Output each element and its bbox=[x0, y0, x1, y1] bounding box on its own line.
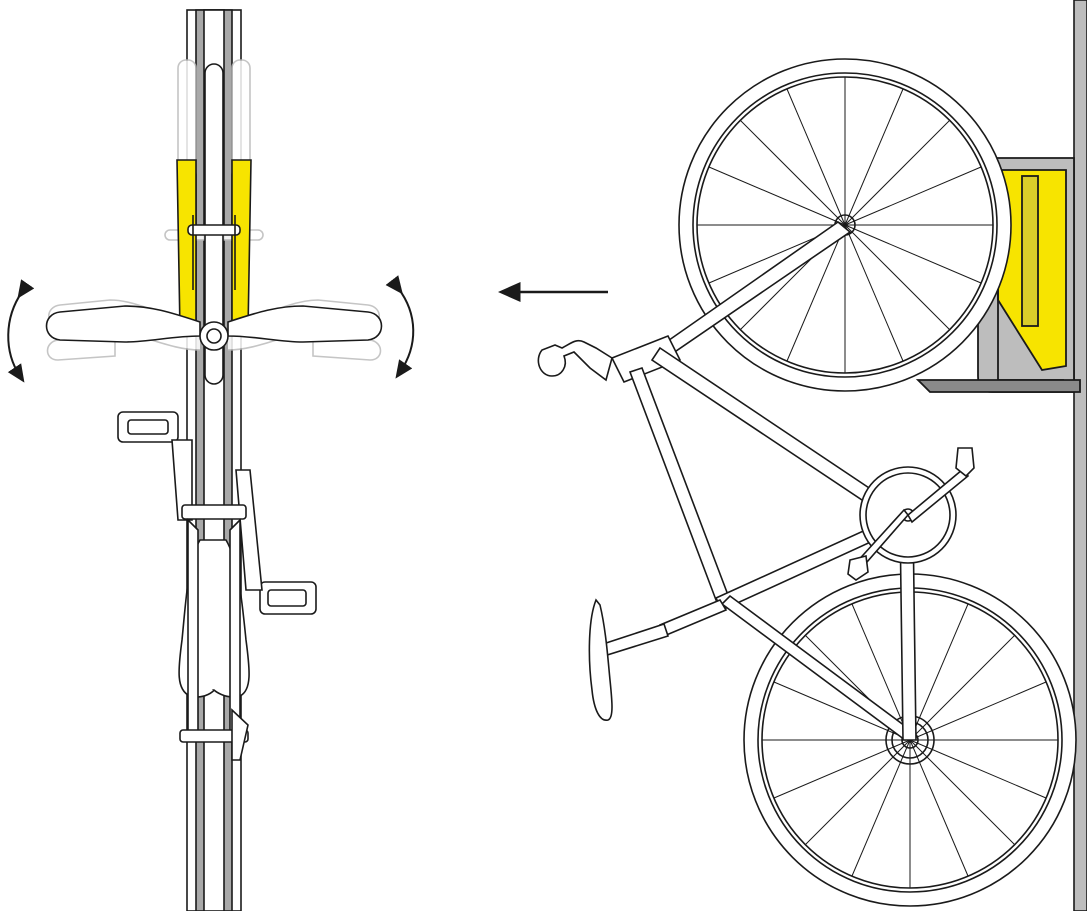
wall-icon bbox=[1073, 0, 1087, 911]
curved-arrow-right-icon bbox=[385, 275, 415, 379]
saddle-side-icon bbox=[588, 598, 613, 721]
chainring-icon bbox=[852, 466, 970, 572]
holder-yellow-icon bbox=[176, 159, 252, 331]
pedal-side-bottom-icon bbox=[847, 555, 869, 581]
frame-icon bbox=[598, 220, 917, 742]
curved-arrow-left-icon bbox=[7, 279, 35, 383]
bicycle-top-view-icon bbox=[7, 9, 415, 911]
pedal-side-top-icon bbox=[955, 447, 975, 478]
front-wheel-icon bbox=[678, 58, 1012, 392]
bicycle-side-view-icon bbox=[537, 58, 1077, 907]
saddle-icon bbox=[178, 518, 250, 761]
handlebar-side-icon bbox=[537, 339, 613, 382]
handlebar-icon bbox=[45, 305, 383, 351]
pedal-left-icon bbox=[117, 411, 193, 521]
pedal-right-icon bbox=[235, 469, 317, 615]
